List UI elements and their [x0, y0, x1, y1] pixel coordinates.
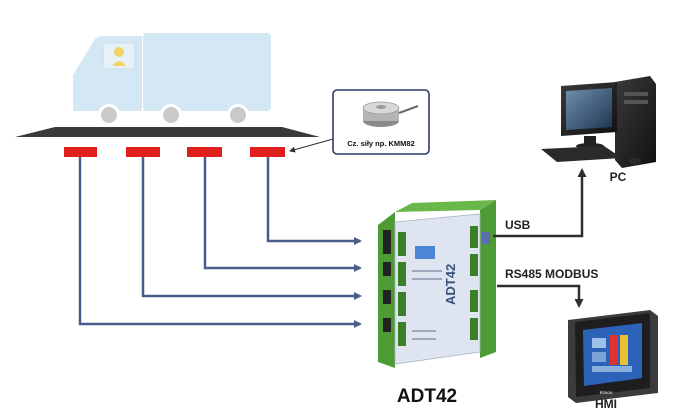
wire-cell-3: [203, 157, 362, 272]
hmi-brand: Kinco: [600, 390, 613, 395]
sensor-caption: Cz. siły np. KMM82: [347, 139, 415, 148]
pc-icon: [541, 76, 656, 168]
load-cell-2: [126, 147, 160, 157]
sensor-box: [332, 89, 430, 155]
adt42-device: ADT42: [378, 200, 496, 368]
wire-cell-2: [141, 157, 362, 300]
hmi-label: HMI: [595, 397, 617, 411]
rs485-arrow: [497, 284, 584, 308]
device-body-label: ADT42: [443, 264, 458, 305]
pc-label: PC: [610, 170, 627, 184]
load-cell-sensor-icon: [362, 101, 419, 127]
load-cell-3: [187, 147, 222, 157]
load-cell-1: [64, 147, 97, 157]
truck-icon: [73, 33, 271, 126]
sensor-pointer-arrow: [289, 138, 334, 153]
usb-port: [482, 232, 490, 244]
hmi-icon: [568, 310, 658, 403]
scale-platform: [15, 127, 320, 137]
wire-cell-4: [266, 157, 362, 245]
usb-arrow: [493, 168, 587, 238]
wire-arrows: [78, 157, 362, 328]
usb-label: USB: [505, 218, 531, 232]
rs485-label: RS485 MODBUS: [505, 267, 598, 281]
wire-cell-1: [78, 157, 362, 328]
load-cell-4: [250, 147, 285, 157]
device-label: ADT42: [397, 386, 457, 407]
